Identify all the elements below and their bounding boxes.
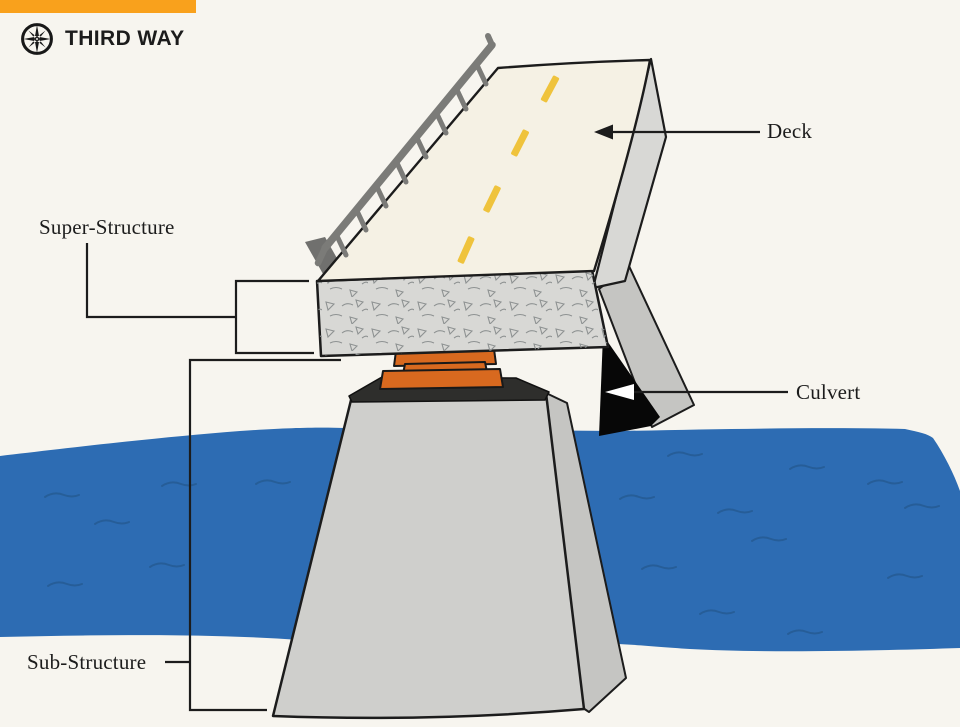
- deck-surface: [316, 58, 652, 283]
- label-sub-structure: Sub-Structure: [27, 650, 147, 674]
- bridge-bearing: [379, 348, 504, 390]
- road-center-line: [457, 75, 560, 264]
- brand-accent-bar: [0, 0, 196, 13]
- label-super-structure: Super-Structure: [39, 215, 175, 239]
- guardrail: [314, 33, 496, 267]
- girder-beam: [315, 268, 610, 358]
- annotation-lines: [85, 130, 788, 712]
- compass-icon: [21, 23, 53, 55]
- deck-arrowhead: [594, 124, 613, 140]
- water-ripples: [44, 451, 940, 635]
- label-culvert: Culvert: [796, 380, 861, 404]
- pier-front-face: [271, 391, 586, 720]
- culvert-arrowhead: [605, 384, 634, 400]
- label-deck: Deck: [767, 119, 813, 143]
- brand-logo: THIRD WAY: [19, 21, 185, 57]
- brand-name: THIRD WAY: [65, 27, 185, 50]
